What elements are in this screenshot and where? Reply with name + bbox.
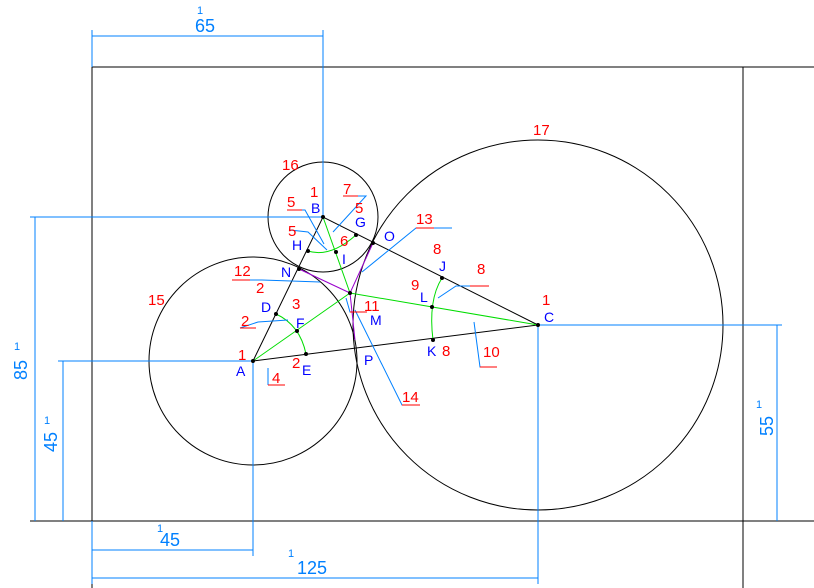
point-n-label: N bbox=[281, 264, 291, 280]
step-label: 12 bbox=[234, 263, 251, 280]
point-l-label: L bbox=[420, 289, 428, 305]
step-label: 1 bbox=[310, 184, 318, 201]
dimension-65: 65 bbox=[195, 16, 215, 36]
step-label: 13 bbox=[416, 211, 433, 228]
step-label: 4 bbox=[272, 370, 280, 387]
point-p-label: P bbox=[364, 352, 373, 368]
step-label: 5 bbox=[355, 200, 363, 217]
point-e-label: E bbox=[302, 362, 311, 378]
point-m-label: M bbox=[370, 312, 382, 328]
point-o-label: O bbox=[384, 228, 395, 244]
circle-17-label: 17 bbox=[533, 122, 550, 139]
dimension-45-horizontal: 45 bbox=[160, 530, 180, 550]
circle-16-label: 16 bbox=[282, 157, 299, 174]
drawing-frame bbox=[30, 66, 814, 588]
step-label: 5 bbox=[287, 194, 295, 211]
point-d-label: D bbox=[261, 299, 271, 315]
perpendiculars bbox=[298, 242, 374, 341]
point-g-label: G bbox=[355, 214, 366, 230]
angle-bisectors bbox=[252, 216, 539, 362]
dimension-lines bbox=[30, 30, 782, 584]
point-j-label: J bbox=[439, 258, 446, 274]
step-label: 2 bbox=[256, 280, 264, 297]
triangle-abc bbox=[252, 216, 540, 362]
step-label: 8 bbox=[442, 343, 450, 360]
step-label: 6 bbox=[340, 233, 348, 250]
point-f-label: F bbox=[296, 315, 305, 331]
step-label: 8 bbox=[477, 261, 485, 278]
step-label: 1 bbox=[238, 347, 246, 364]
point-k-label: K bbox=[427, 343, 437, 359]
dimension-125-sup: 1 bbox=[288, 548, 294, 560]
step-label: 2 bbox=[241, 313, 249, 330]
dimension-125: 125 bbox=[297, 558, 327, 578]
point-h-label: H bbox=[292, 237, 302, 253]
step-label: 1 bbox=[542, 292, 550, 309]
step-label: 7 bbox=[343, 181, 351, 198]
dimension-85-sup: 1 bbox=[14, 341, 20, 353]
step-label: 9 bbox=[411, 277, 419, 294]
dimension-55-sup: 1 bbox=[756, 399, 762, 411]
step-label: 10 bbox=[483, 344, 500, 361]
dimension-45-vertical-sup: 1 bbox=[44, 415, 50, 427]
dimension-55: 55 bbox=[757, 416, 777, 436]
step-label: 14 bbox=[402, 389, 419, 406]
point-a-label: A bbox=[236, 363, 246, 379]
step-label: 3 bbox=[292, 296, 300, 313]
step-label: 2 bbox=[292, 355, 300, 372]
point-c-label: C bbox=[544, 309, 554, 325]
step-label: 8 bbox=[433, 241, 441, 258]
point-b-label: B bbox=[311, 200, 320, 216]
circle-15-label: 15 bbox=[148, 292, 165, 309]
step-label: 5 bbox=[288, 223, 296, 240]
dimension-65-sup: 1 bbox=[197, 5, 203, 17]
dimension-85: 85 bbox=[11, 360, 31, 380]
step-label: 11 bbox=[364, 298, 380, 315]
point-i-label: I bbox=[342, 251, 346, 267]
dimension-45-horizontal-sup: 1 bbox=[157, 523, 163, 535]
dimension-45-vertical: 45 bbox=[41, 432, 61, 452]
